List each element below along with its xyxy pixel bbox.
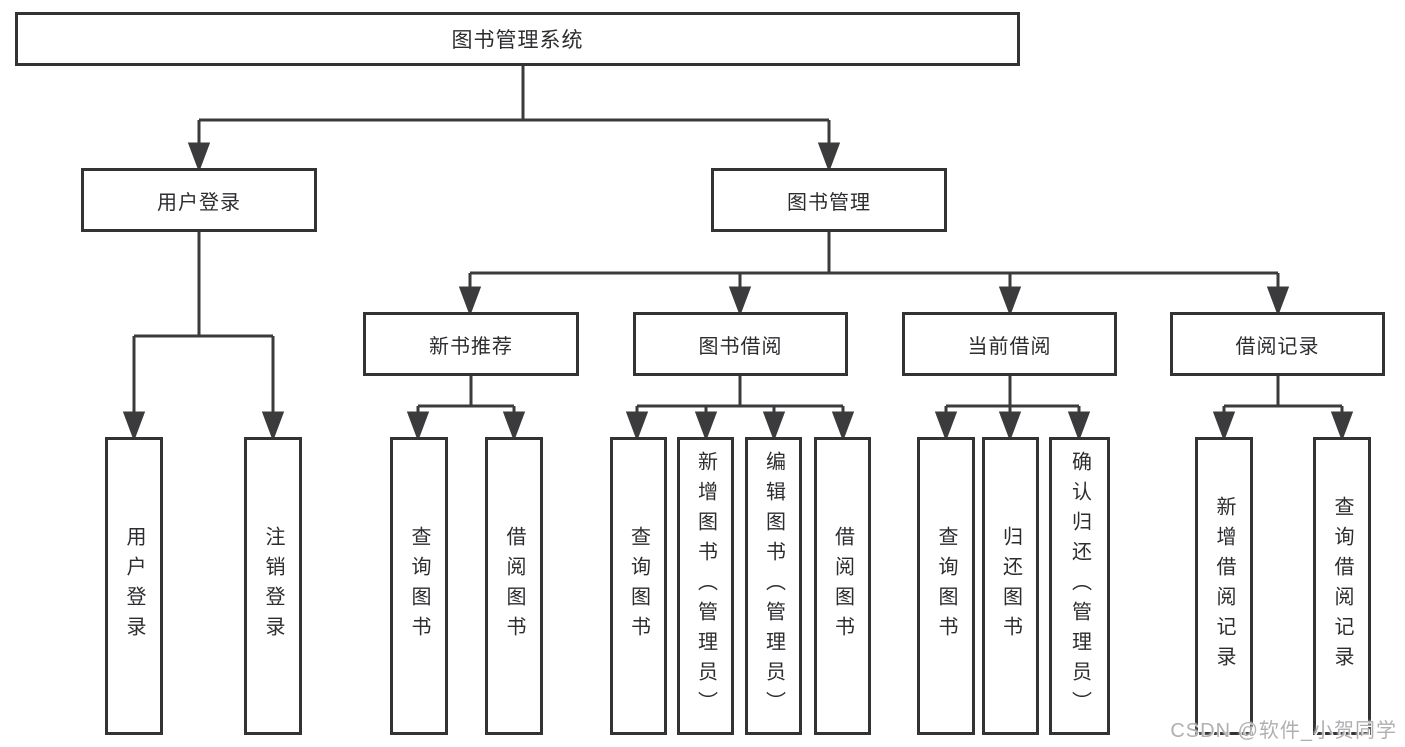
- node-root-system: 图书管理系统: [15, 12, 1020, 66]
- connector-mgmt-to-sections: [458, 232, 1290, 317]
- connector-login-to-leaves: [122, 232, 285, 442]
- node-book-borrow: 图书借阅: [633, 312, 848, 376]
- leaf-recommend-borrow-book: 借阅图书: [485, 437, 543, 735]
- connector-borrow-to-leaves: [625, 376, 855, 442]
- connector-root-to-level1: [187, 66, 841, 173]
- leaf-records-query-record: 查询借阅记录: [1313, 437, 1371, 735]
- connector-recommend-to-leaves: [406, 376, 526, 442]
- node-borrow-records: 借阅记录: [1170, 312, 1385, 376]
- node-new-book-recommend: 新书推荐: [363, 312, 579, 376]
- leaf-user-login: 用户登录: [105, 437, 163, 735]
- leaf-logout: 注销登录: [244, 437, 302, 735]
- node-current-borrow: 当前借阅: [902, 312, 1117, 376]
- leaf-records-add-record: 新增借阅记录: [1195, 437, 1253, 735]
- leaf-current-confirm-return-admin: 确认归还（管理员）: [1049, 437, 1110, 735]
- connector-records-to-leaves: [1212, 376, 1354, 442]
- node-book-mgmt: 图书管理: [711, 168, 947, 232]
- leaf-borrow-edit-book-admin: 编辑图书（管理员）: [745, 437, 802, 735]
- leaf-borrow-add-book-admin: 新增图书（管理员）: [677, 437, 734, 735]
- leaf-recommend-query-book: 查询图书: [390, 437, 448, 735]
- leaf-current-return-book: 归还图书: [982, 437, 1039, 735]
- leaf-current-query-book: 查询图书: [917, 437, 975, 735]
- leaf-borrow-borrow-book: 借阅图书: [814, 437, 871, 735]
- leaf-borrow-query-book: 查询图书: [610, 437, 667, 735]
- csdn-watermark: CSDN @软件_小贺同学: [1170, 720, 1397, 742]
- node-user-login: 用户登录: [81, 168, 317, 232]
- connector-current-to-leaves: [934, 376, 1091, 442]
